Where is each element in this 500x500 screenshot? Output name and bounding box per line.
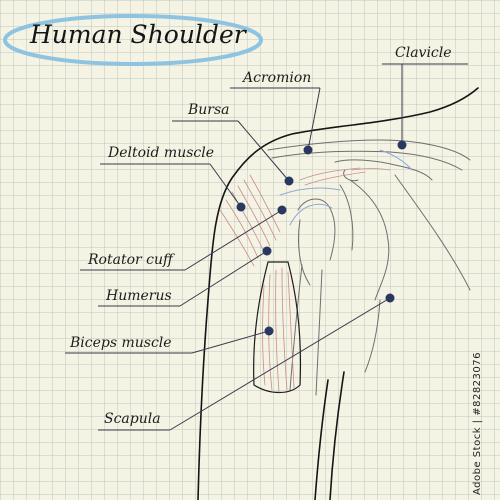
label-underlines (65, 63, 468, 431)
leader-humerus (179, 250, 268, 307)
dot-scapula (385, 293, 395, 303)
label-scapula: Scapula (104, 411, 161, 427)
dot-clavicle (397, 140, 407, 150)
humerus-shaft (289, 264, 323, 396)
leader-bursa (237, 120, 290, 182)
body-outline (197, 87, 479, 500)
dot-acromion (303, 145, 313, 155)
leader-acromion (307, 87, 321, 151)
dot-biceps (264, 326, 274, 336)
leader-deltoid (209, 163, 242, 208)
pointer-dots (236, 140, 407, 336)
label-bursa: Bursa (188, 102, 230, 118)
title-ellipse (3, 14, 263, 66)
stock-watermark: Adobe Stock | #82823076 (472, 352, 483, 495)
dot-rotator (277, 205, 287, 215)
label-clavicle: Clavicle (395, 45, 452, 61)
bursa-fibers (299, 167, 391, 186)
diagram-title: Human Shoulder (30, 20, 246, 49)
leader-rotator (184, 209, 283, 271)
leader-lines (169, 64, 403, 431)
label-acromion: Acromion (243, 70, 312, 86)
bone-structure (267, 139, 471, 373)
label-deltoid-muscle: Deltoid muscle (108, 145, 215, 161)
dot-deltoid (236, 202, 246, 212)
dot-humerus (262, 246, 272, 256)
deltoid-fibers (219, 174, 281, 267)
biceps-muscle (253, 261, 302, 394)
leader-biceps (191, 330, 270, 354)
label-humerus: Humerus (106, 288, 172, 304)
label-rotator-cuff: Rotator cuff (88, 252, 173, 268)
leader-scapula (169, 297, 391, 431)
ligament-lines (279, 149, 413, 226)
label-biceps-muscle: Biceps muscle (70, 335, 172, 351)
dot-bursa (284, 176, 294, 186)
